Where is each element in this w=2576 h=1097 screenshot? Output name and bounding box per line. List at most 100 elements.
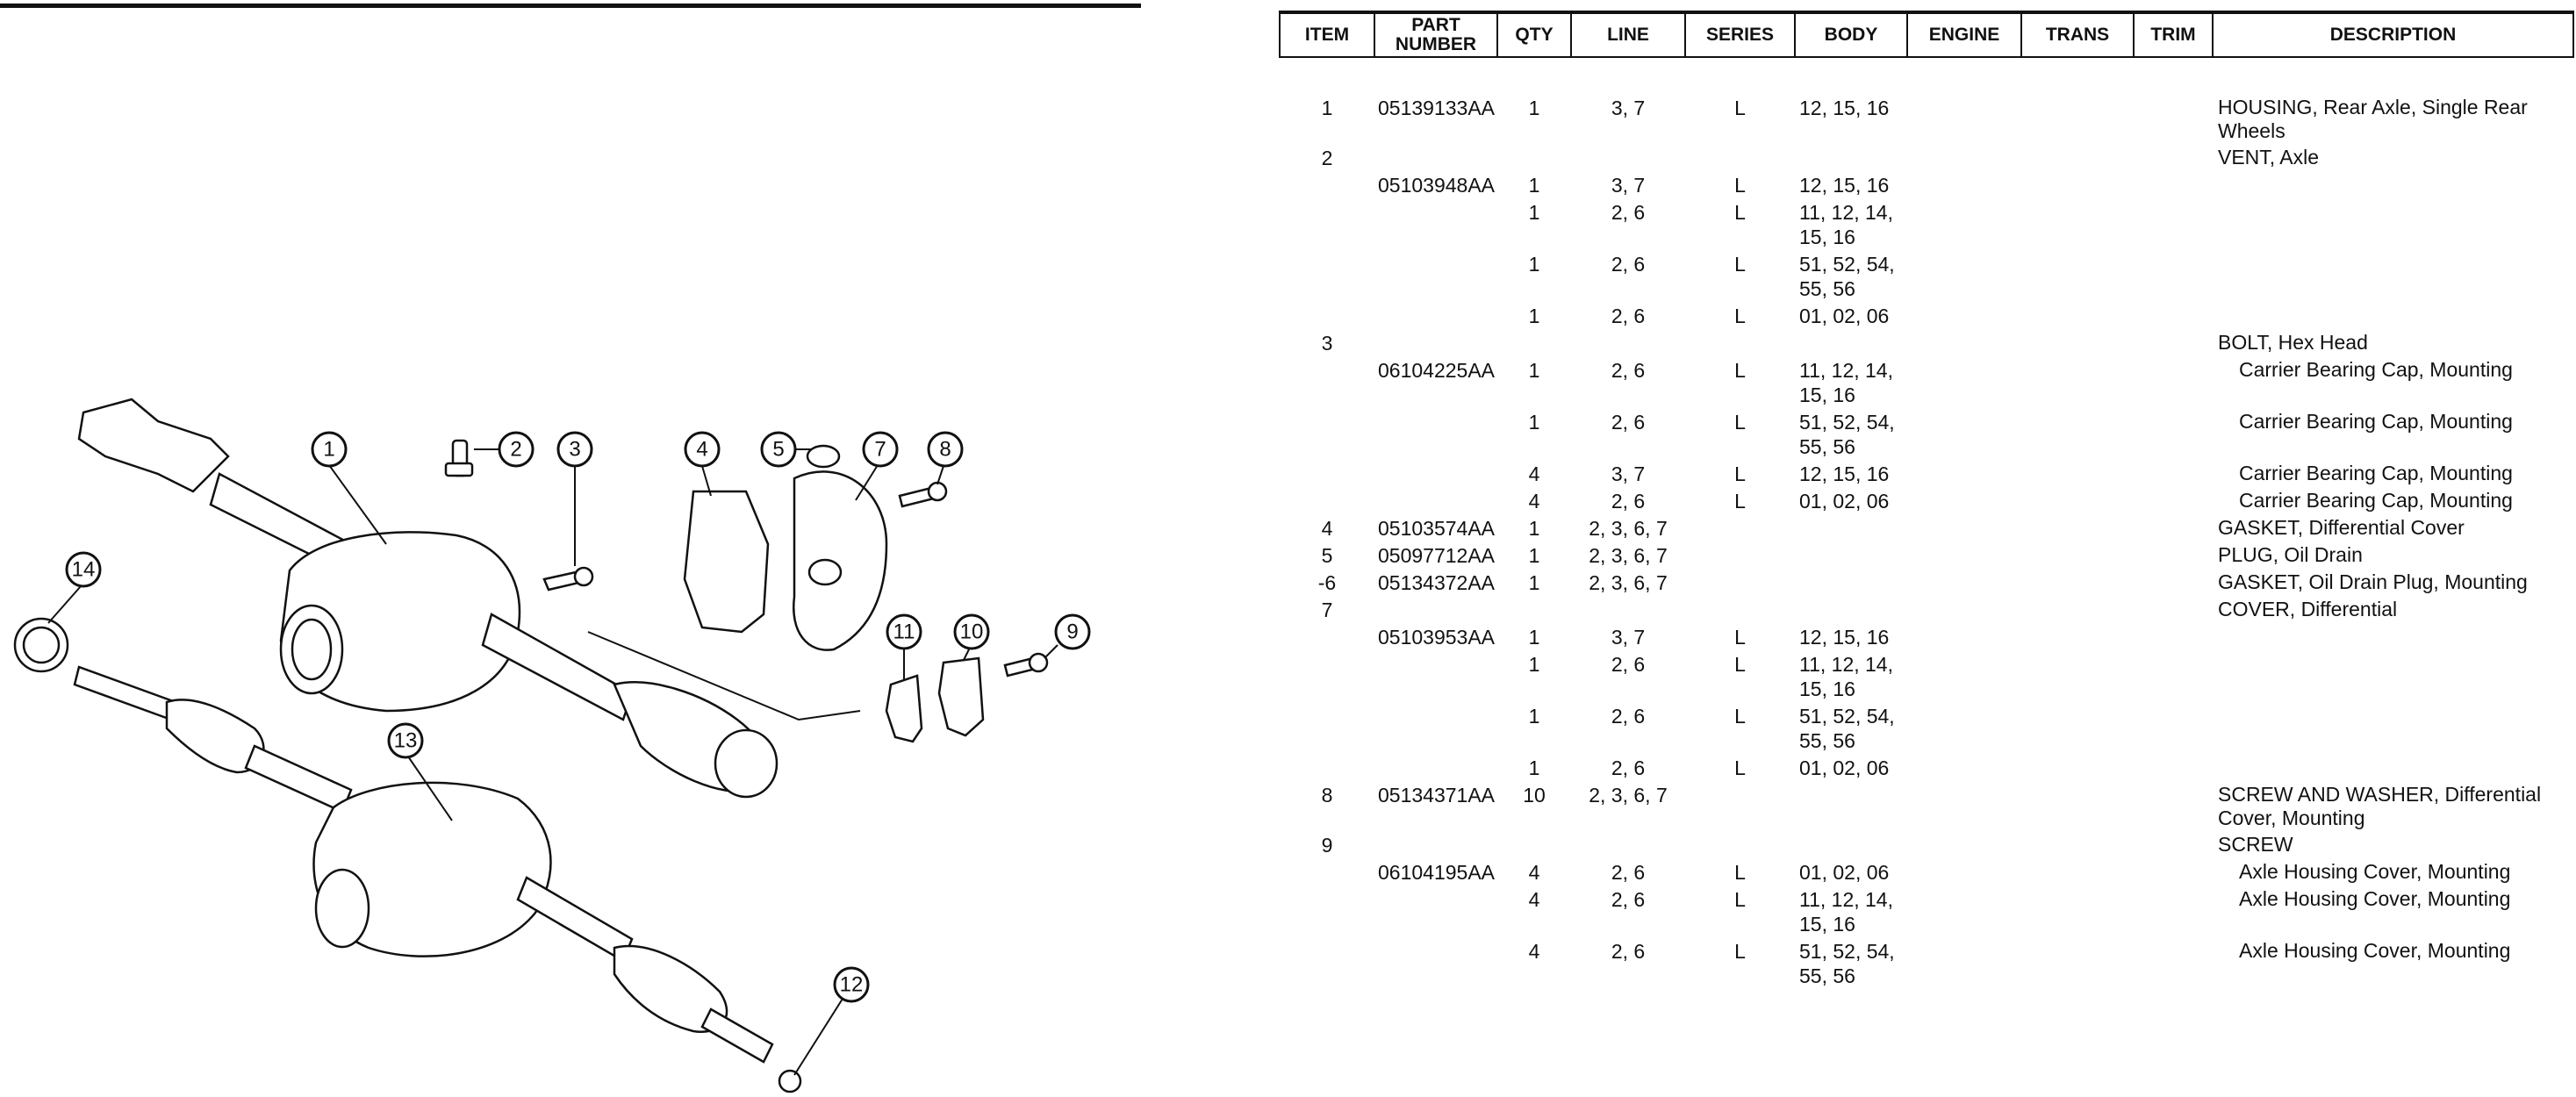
cell-engine bbox=[1907, 328, 2021, 355]
cell-line bbox=[1571, 143, 1685, 170]
cell-item bbox=[1280, 857, 1374, 885]
body-value: 11, 12, 14, 15, 16 bbox=[1799, 653, 1893, 700]
cell-trim bbox=[2134, 328, 2213, 355]
cell-item: 1 bbox=[1321, 97, 1333, 119]
cell-body bbox=[1795, 595, 1907, 622]
cell-qty: 1 bbox=[1528, 756, 1540, 779]
cell-part-number bbox=[1374, 328, 1497, 355]
cell-engine bbox=[1907, 459, 2021, 486]
svg-text:3: 3 bbox=[569, 438, 580, 462]
cell-item: 5 bbox=[1321, 544, 1333, 567]
cell-engine bbox=[1907, 936, 2021, 988]
cell-item: 8 bbox=[1321, 784, 1333, 807]
cell-item bbox=[1280, 355, 1374, 407]
cell-trim bbox=[2134, 649, 2213, 701]
cell-part-number: 05103574AA bbox=[1378, 517, 1496, 540]
cell-qty: 1 bbox=[1528, 253, 1540, 276]
cell-item bbox=[1280, 459, 1374, 486]
cell-engine bbox=[1907, 355, 2021, 407]
lower-axle-assembly bbox=[73, 665, 774, 1064]
cell-line: 2, 6 bbox=[1611, 653, 1646, 676]
cell-description bbox=[2213, 622, 2573, 649]
cell-qty: 1 bbox=[1528, 359, 1540, 382]
callout-14: 14 bbox=[47, 551, 102, 624]
cell-part-number bbox=[1374, 407, 1497, 459]
cell-series: L bbox=[1734, 861, 1746, 884]
cell-qty: 4 bbox=[1528, 888, 1540, 911]
cell-trim bbox=[2134, 486, 2213, 513]
cell-part-number bbox=[1374, 459, 1497, 486]
cell-part-number: 06104225AA bbox=[1378, 359, 1496, 382]
cell-engine bbox=[1907, 701, 2021, 753]
cell-engine bbox=[1907, 595, 2021, 622]
cell-part-number bbox=[1374, 936, 1497, 988]
cell-description: SCREW AND WASHER, Differential Cover, Mo… bbox=[2218, 783, 2542, 829]
cell-item bbox=[1280, 197, 1374, 249]
cell-body: 51, 52, 54, 55, 56 bbox=[1795, 407, 1907, 459]
cell-body: 12, 15, 16 bbox=[1795, 170, 1907, 197]
cell-engine bbox=[1907, 885, 2021, 936]
cell-trim bbox=[2134, 93, 2213, 143]
cell-body: 11, 12, 14, 15, 16 bbox=[1795, 649, 1907, 701]
cell-trans bbox=[2021, 885, 2134, 936]
cell-part-number bbox=[1374, 197, 1497, 249]
cell-body: 12, 15, 16 bbox=[1795, 622, 1907, 649]
cell-trans bbox=[2021, 93, 2134, 143]
cell-trans bbox=[2021, 143, 2134, 170]
cell-series: L bbox=[1734, 174, 1746, 197]
cell-trim bbox=[2134, 170, 2213, 197]
body-value: 01, 02, 06 bbox=[1799, 305, 1890, 327]
cell-trans bbox=[2021, 301, 2134, 328]
cell-qty: 4 bbox=[1528, 940, 1540, 963]
cell-line: 3, 7 bbox=[1611, 626, 1646, 649]
cell-series bbox=[1685, 541, 1795, 568]
svg-text:10: 10 bbox=[960, 620, 984, 644]
cell-series bbox=[1685, 830, 1795, 857]
cell-series bbox=[1685, 143, 1795, 170]
svg-text:5: 5 bbox=[772, 438, 784, 462]
cell-line: 2, 6 bbox=[1611, 888, 1646, 911]
cell-trans bbox=[2021, 753, 2134, 780]
cell-series bbox=[1685, 328, 1795, 355]
cell-engine bbox=[1907, 170, 2021, 197]
cell-trim bbox=[2134, 459, 2213, 486]
cell-trim bbox=[2134, 301, 2213, 328]
cell-body: 11, 12, 14, 15, 16 bbox=[1795, 197, 1907, 249]
cell-body: 01, 02, 06 bbox=[1795, 857, 1907, 885]
cell-item bbox=[1280, 249, 1374, 301]
cell-item: 3 bbox=[1321, 332, 1333, 355]
cell-qty bbox=[1497, 143, 1571, 170]
cell-description: Axle Housing Cover, Mounting bbox=[2239, 939, 2511, 962]
cell-description: Axle Housing Cover, Mounting bbox=[2239, 887, 2511, 910]
top-rule bbox=[0, 4, 1141, 8]
cell-item bbox=[1280, 622, 1374, 649]
cell-description: HOUSING, Rear Axle, Single Rear Wheels bbox=[2218, 96, 2528, 142]
cell-body bbox=[1795, 143, 1907, 170]
cell-line: 2, 6 bbox=[1611, 756, 1646, 779]
cell-part-number bbox=[1374, 649, 1497, 701]
cell-item bbox=[1280, 486, 1374, 513]
cell-series bbox=[1685, 780, 1795, 830]
cell-series bbox=[1685, 595, 1795, 622]
cell-series: L bbox=[1734, 305, 1746, 327]
cell-trim bbox=[2134, 701, 2213, 753]
svg-text:2: 2 bbox=[510, 438, 521, 462]
cell-part-number bbox=[1374, 701, 1497, 753]
cell-body bbox=[1795, 780, 1907, 830]
svg-text:14: 14 bbox=[72, 558, 96, 582]
cell-trim bbox=[2134, 857, 2213, 885]
cell-engine bbox=[1907, 780, 2021, 830]
cell-trim bbox=[2134, 568, 2213, 595]
cell-item: 7 bbox=[1321, 599, 1333, 621]
cell-trans bbox=[2021, 407, 2134, 459]
svg-text:1: 1 bbox=[323, 438, 334, 462]
